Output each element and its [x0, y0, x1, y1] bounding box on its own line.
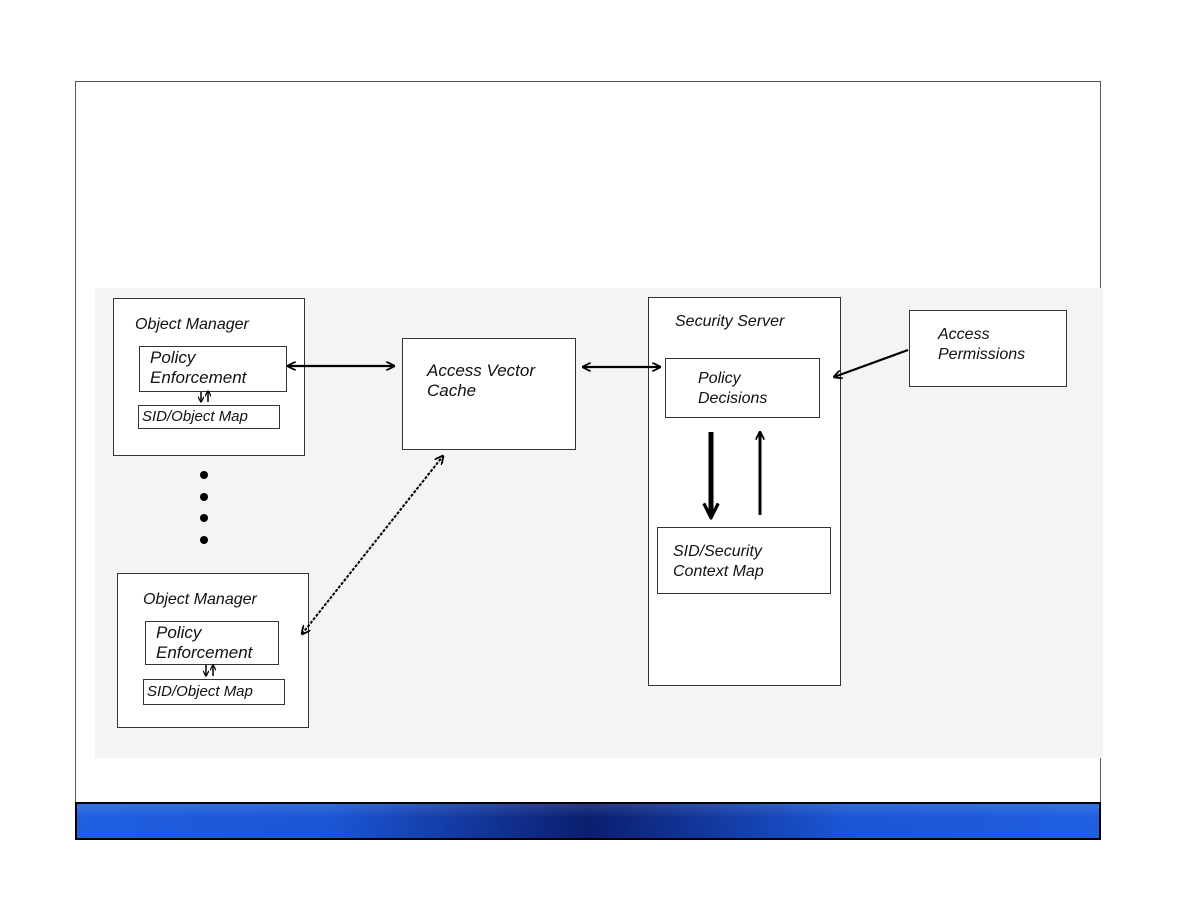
- security-server-title: Security Server: [675, 313, 785, 330]
- sid-object-map-bottom-label: SID/Object Map: [147, 683, 253, 700]
- access-vector-cache-label: Access Vector Cache: [427, 361, 536, 400]
- access-permissions-label: Access Permissions: [938, 326, 1026, 363]
- arrow-om-bottom-to-avc: [302, 456, 443, 634]
- access-vector-cache-box: Access Vector Cache: [402, 338, 576, 450]
- object-manager-top-box: Object Manager Policy Enforcement SID/Ob…: [113, 298, 305, 456]
- object-manager-bottom-title: Object Manager: [143, 591, 257, 608]
- sid-object-map-top-box: SID/Object Map: [138, 405, 280, 429]
- sid-object-map-top-label: SID/Object Map: [142, 408, 248, 425]
- ellipsis-dot: [200, 493, 208, 501]
- policy-enforcement-bottom-box: Policy Enforcement: [145, 621, 279, 665]
- policy-enforcement-top-label: Policy Enforcement: [150, 348, 247, 387]
- arrow-permissions-to-decisions: [834, 348, 909, 377]
- footer-bar: [75, 802, 1101, 840]
- ellipsis-dot: [200, 471, 208, 479]
- policy-enforcement-top-box: Policy Enforcement: [139, 346, 287, 392]
- object-manager-bottom-box: Object Manager Policy Enforcement SID/Ob…: [117, 573, 309, 728]
- object-manager-top-title: Object Manager: [135, 316, 249, 333]
- policy-enforcement-bottom-label: Policy Enforcement: [156, 623, 253, 662]
- ellipsis-dot: [200, 514, 208, 522]
- policy-decisions-box: Policy Decisions: [665, 358, 820, 418]
- sid-security-context-map-label: SID/Security Context Map: [673, 543, 764, 580]
- policy-decisions-label: Policy Decisions: [698, 370, 768, 407]
- ellipsis-dot: [200, 536, 208, 544]
- security-server-box: Security Server Policy Decisions SID/Sec…: [648, 297, 841, 686]
- access-permissions-box: Access Permissions: [909, 310, 1067, 387]
- sid-security-context-map-box: SID/Security Context Map: [657, 527, 831, 594]
- sid-object-map-bottom-box: SID/Object Map: [143, 679, 285, 705]
